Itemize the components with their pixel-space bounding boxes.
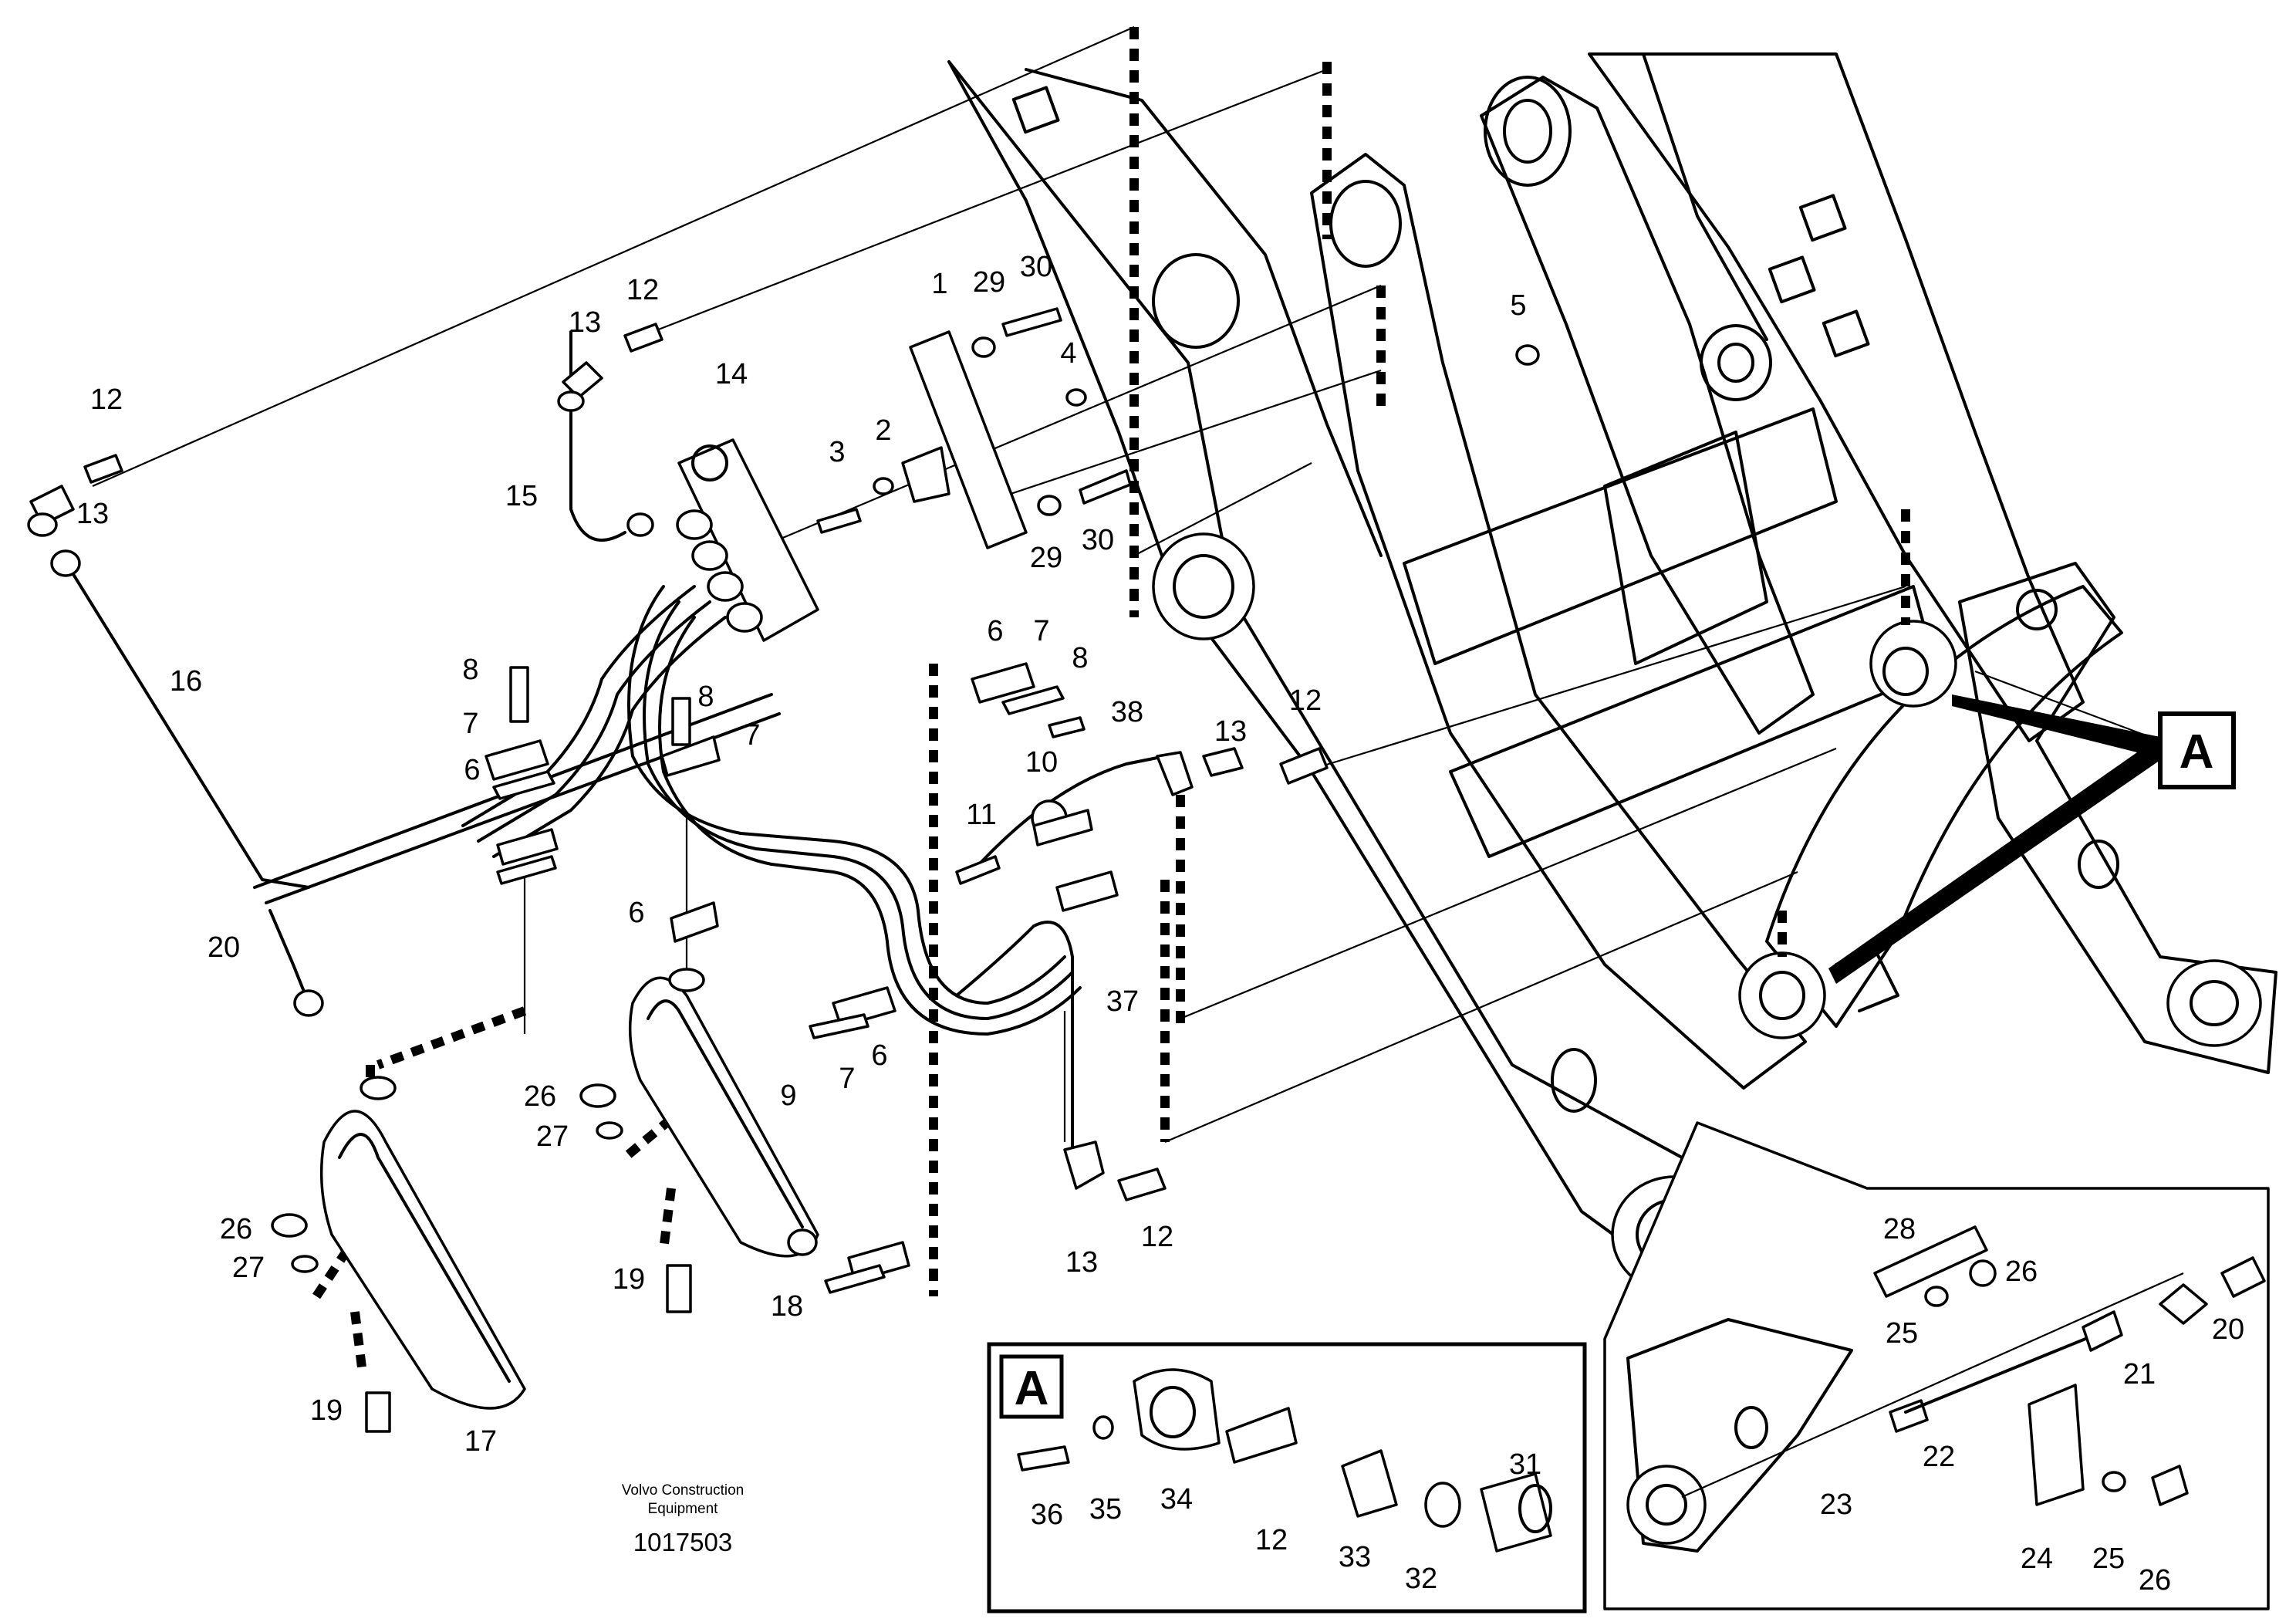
- callout-c26d: 26: [2139, 1564, 2171, 1597]
- callout-c37: 37: [1106, 985, 1139, 1018]
- callout-c19a: 19: [613, 1263, 645, 1296]
- callout-c5: 5: [1510, 289, 1526, 322]
- caption-company-line2: Equipment: [648, 1501, 719, 1517]
- callout-c35: 35: [1089, 1493, 1122, 1526]
- callout-c24: 24: [2021, 1543, 2053, 1575]
- callout-c34: 34: [1160, 1483, 1193, 1516]
- hydraulic-lines: [60, 330, 1167, 1151]
- callout-c6a: 6: [464, 754, 480, 786]
- callout-c36: 36: [1031, 1499, 1063, 1531]
- callout-c21: 21: [2123, 1358, 2156, 1391]
- callout-c3: 3: [829, 436, 845, 468]
- callout-c4: 4: [1060, 337, 1076, 370]
- leader-lines: [92, 25, 2161, 1144]
- callout-c26b: 26: [220, 1213, 252, 1245]
- callout-c13b: 13: [76, 498, 109, 530]
- callout-c9: 9: [780, 1080, 796, 1112]
- callout-c10: 10: [1025, 746, 1058, 779]
- callout-c7d: 7: [1033, 615, 1049, 647]
- callout-c6b: 6: [628, 897, 644, 929]
- callout-c12a: 12: [90, 384, 123, 416]
- callout-c12c: 12: [1289, 684, 1322, 717]
- callout-c22: 22: [1923, 1441, 1955, 1473]
- callout-c38: 38: [1111, 696, 1143, 728]
- callout-c14: 14: [715, 358, 748, 390]
- callout-c7c: 7: [839, 1063, 855, 1095]
- callout-c8c: 8: [1072, 642, 1088, 674]
- callout-c6c: 6: [871, 1039, 887, 1072]
- detail-a-badge: A: [2180, 725, 2214, 779]
- document-number: 1017503: [633, 1528, 732, 1556]
- callout-c33: 33: [1339, 1541, 1371, 1573]
- callout-c26c: 26: [2005, 1255, 2038, 1288]
- detail-a-box-badge: A: [1015, 1362, 1049, 1415]
- callout-c20a: 20: [208, 931, 240, 964]
- diagram-caption: Volvo Construction Equipment 1017503: [622, 1482, 744, 1556]
- dashed-boundaries: [312, 27, 1910, 1374]
- callout-c32: 32: [1405, 1563, 1437, 1595]
- callout-c7a: 7: [462, 708, 478, 740]
- callout-c23: 23: [1820, 1489, 1852, 1521]
- callout-c29a: 29: [973, 266, 1005, 299]
- callout-c15: 15: [505, 480, 538, 512]
- callout-c12e: 12: [1255, 1524, 1288, 1556]
- callout-c11: 11: [966, 799, 996, 831]
- callout-c8a: 8: [462, 654, 478, 686]
- callout-c6d: 6: [987, 615, 1003, 647]
- callout-c25b: 25: [2092, 1543, 2125, 1575]
- callout-c13d: 13: [1065, 1246, 1098, 1279]
- callout-c18: 18: [771, 1290, 803, 1323]
- callout-c25a: 25: [1886, 1317, 1918, 1350]
- callout-c7b: 7: [744, 719, 760, 752]
- callout-c8b: 8: [697, 681, 714, 713]
- callout-c30b: 30: [1082, 524, 1114, 556]
- parts: [27, 307, 1540, 1433]
- detail-a-pointer: A: [1828, 694, 2236, 984]
- callout-c2: 2: [875, 414, 891, 447]
- callout-c31: 31: [1509, 1448, 1541, 1481]
- callout-c30a: 30: [1020, 251, 1052, 283]
- callout-c13c: 13: [1214, 715, 1247, 748]
- callout-c13a: 13: [569, 306, 601, 339]
- callout-c20b: 20: [2212, 1313, 2244, 1346]
- caption-company: Volvo Construction: [622, 1482, 744, 1499]
- callout-c1: 1: [931, 268, 947, 300]
- detail-a-box: A: [987, 1342, 1587, 1614]
- detail-b-box: [1603, 1121, 2270, 1610]
- callout-c26a: 26: [524, 1080, 556, 1113]
- loader-arm-frame: [947, 52, 2277, 1294]
- callout-c29b: 29: [1030, 542, 1062, 574]
- callout-c12b: 12: [626, 274, 659, 306]
- callout-c17: 17: [464, 1425, 497, 1458]
- callout-c27a: 27: [536, 1120, 569, 1153]
- callout-c28: 28: [1883, 1213, 1916, 1245]
- callout-c19b: 19: [310, 1394, 343, 1427]
- callout-c16: 16: [170, 665, 202, 698]
- callout-c27b: 27: [232, 1252, 265, 1284]
- callout-c12d: 12: [1141, 1221, 1173, 1253]
